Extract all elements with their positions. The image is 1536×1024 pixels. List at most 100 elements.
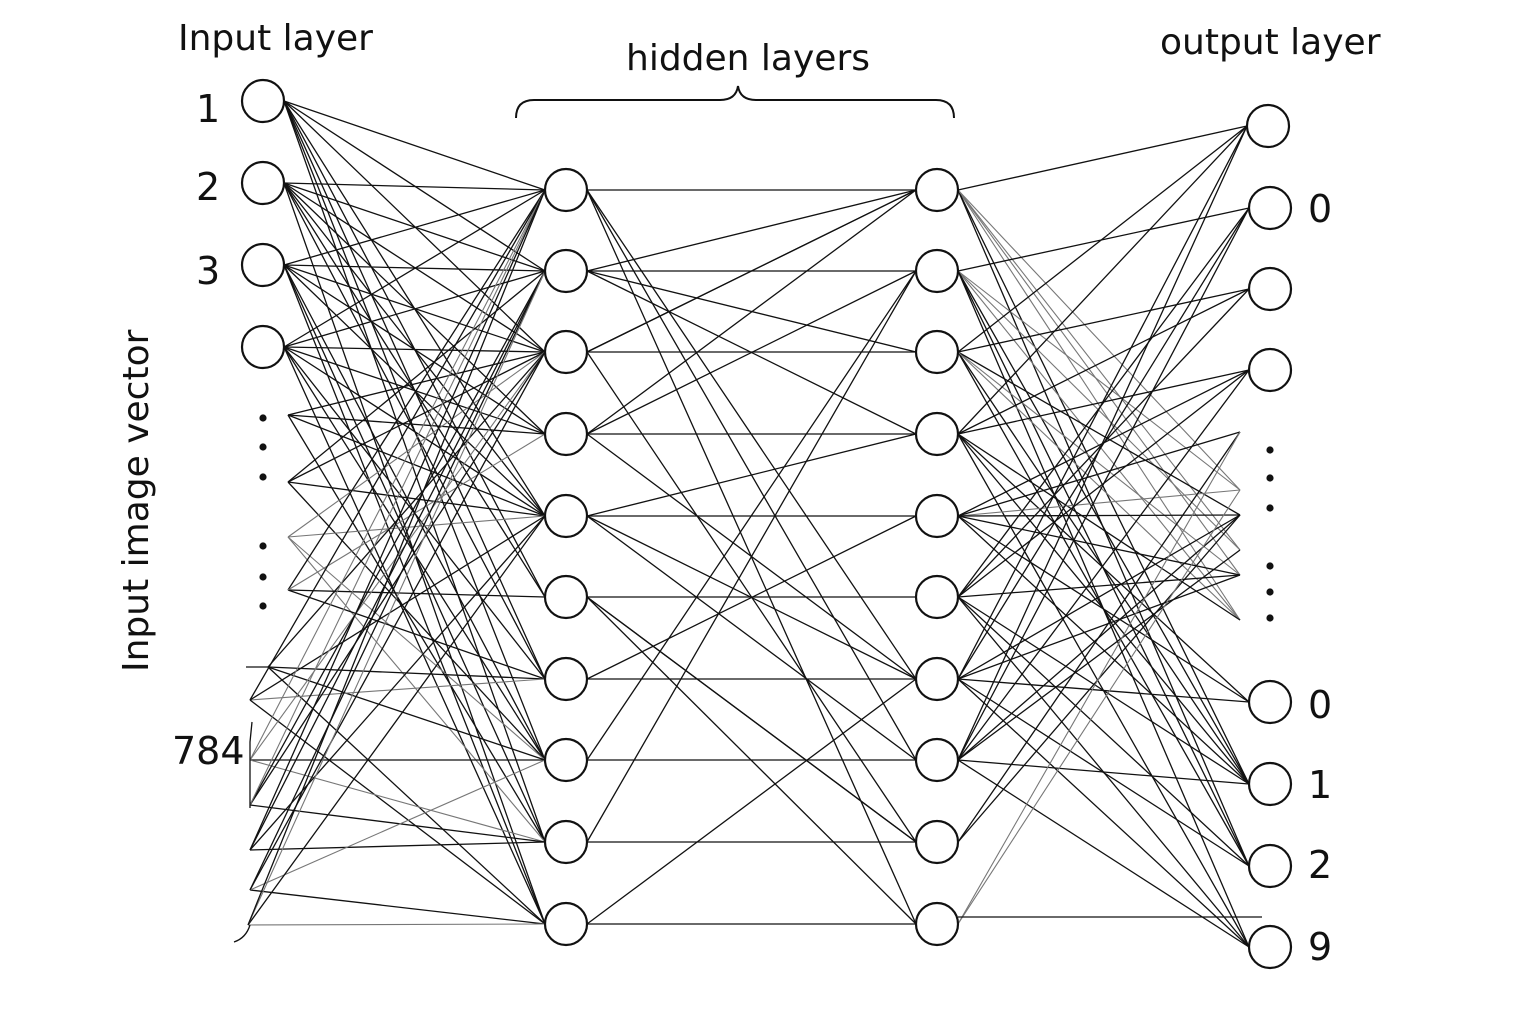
edge-hidden2-output [957, 515, 1241, 576]
output-ellipsis-dot [1266, 446, 1274, 454]
hidden2-node-4 [914, 411, 960, 457]
edge-input-hidden1 [249, 678, 546, 701]
edge-input-hidden1 [283, 100, 546, 843]
hidden2-node-6 [914, 574, 960, 620]
edge-input-hidden1 [287, 414, 546, 517]
edge-hidden2-output [957, 207, 1250, 680]
edge-hidden2-output [957, 189, 1241, 551]
edge-hidden1-hidden2 [586, 189, 917, 353]
input-784-bracket [249, 721, 253, 808]
hidden-layers-title: hidden layers [626, 38, 870, 79]
hidden2-node-10 [914, 901, 960, 947]
edge-input-hidden1 [283, 189, 546, 348]
edge-hidden1-hidden2 [586, 515, 917, 761]
edge-hidden2-output [957, 514, 1241, 680]
edge-hidden2-output [957, 678, 1250, 703]
edge-input-hidden1 [247, 923, 546, 926]
edge-input-hidden1 [249, 189, 546, 851]
edge-input-hidden1 [287, 351, 546, 538]
hidden2-node-9 [914, 819, 960, 865]
edge-hidden2-output [957, 288, 1250, 353]
edge-hidden2-output [957, 433, 1250, 703]
edge-hidden2-output [957, 125, 1248, 435]
edge-hidden1-hidden2 [586, 270, 917, 435]
input-ellipsis-dot [259, 443, 267, 451]
edge-input-hidden1 [249, 759, 546, 891]
edge-input-hidden1 [287, 433, 546, 591]
edge-input-hidden1 [249, 515, 546, 851]
output-ellipsis-dot [1266, 588, 1274, 596]
output-node-3 [1247, 266, 1293, 312]
edge-hidden2-output [957, 207, 1250, 598]
edge-hidden2-output [957, 433, 1241, 621]
edge-hidden1-hidden2 [586, 189, 917, 272]
hidden1-node-5 [543, 493, 589, 539]
edge-hidden2-output [957, 759, 1250, 948]
hidden1-node-3 [543, 329, 589, 375]
edge-hidden2-output [957, 189, 1250, 785]
edge-input-hidden1 [283, 346, 546, 517]
input-label-3: 3 [196, 249, 220, 293]
edge-input-hidden1 [249, 699, 546, 925]
hidden2-node-7 [914, 656, 960, 702]
output-ellipsis-dot [1266, 474, 1274, 482]
hidden1-node-8 [543, 737, 589, 783]
edge-hidden2-output [957, 125, 1248, 191]
edge-hidden2-output [957, 549, 1241, 761]
input-vector-label: Input image vector [116, 329, 157, 672]
hidden1-node-6 [543, 574, 589, 620]
edge-hidden2-output [957, 515, 1250, 785]
edge-hidden2-output [957, 514, 1241, 517]
output-node-7 [1247, 843, 1293, 889]
edge-input-hidden1 [287, 414, 546, 435]
edge-input-hidden1 [247, 515, 546, 926]
edge-input-hidden1 [287, 270, 546, 483]
edge-input-hidden1 [249, 189, 546, 761]
edge-hidden2-output [957, 351, 1241, 576]
hidden2-node-1 [914, 167, 960, 213]
edge-hidden2-output [957, 574, 1241, 598]
edge-hidden2-output [957, 515, 1250, 703]
ellipsis-dots [259, 414, 1274, 622]
edge-input-hidden1 [267, 666, 546, 761]
edge-hidden2-output [957, 351, 1241, 516]
edge-hidden2-output [957, 270, 1241, 491]
output-label-top-0: 0 [1308, 187, 1332, 231]
edge-hidden2-output [957, 125, 1248, 680]
fan-lines [233, 666, 268, 943]
edge-input-hidden1 [249, 841, 546, 851]
edge-input-hidden1 [283, 270, 546, 348]
input-label-2: 2 [196, 165, 220, 209]
hidden2-node-2 [914, 248, 960, 294]
hidden1-node-9 [543, 819, 589, 865]
hidden2-node-3 [914, 329, 960, 375]
input-ellipsis-dot [259, 602, 267, 610]
output-label-9: 9 [1308, 925, 1332, 969]
edge-input-hidden1 [287, 481, 546, 761]
edge-hidden1-hidden2 [586, 433, 917, 517]
edge-input-hidden1 [287, 189, 546, 591]
edge-input-hidden1 [249, 189, 546, 806]
edge-input-hidden1 [287, 351, 546, 483]
edge-hidden2-output [957, 351, 1241, 621]
output-layer-title: output layer [1160, 22, 1381, 63]
output-label-0: 0 [1308, 683, 1332, 727]
edge-hidden2-output [957, 431, 1241, 843]
edge-hidden1-hidden2 [586, 596, 917, 843]
output-ellipsis-dot [1266, 614, 1274, 622]
edge-hidden2-output [957, 207, 1250, 761]
edge-input-hidden1 [249, 351, 546, 806]
edge-hidden1-hidden2 [586, 515, 917, 680]
edge-input-hidden1 [283, 346, 546, 435]
edge-input-hidden1 [283, 346, 546, 925]
edge-input-hidden1 [247, 270, 546, 926]
edge-hidden1-hidden2 [586, 678, 917, 925]
edge-hidden2-output [957, 759, 1250, 785]
edge-hidden1-hidden2 [586, 189, 917, 435]
hidden1-node-1 [543, 167, 589, 213]
connections [247, 100, 1262, 948]
output-ellipsis-dot [1266, 504, 1274, 512]
output-ellipsis-dot [1266, 562, 1274, 570]
edge-input-hidden1 [249, 889, 546, 925]
edge-input-hidden1 [249, 270, 546, 851]
